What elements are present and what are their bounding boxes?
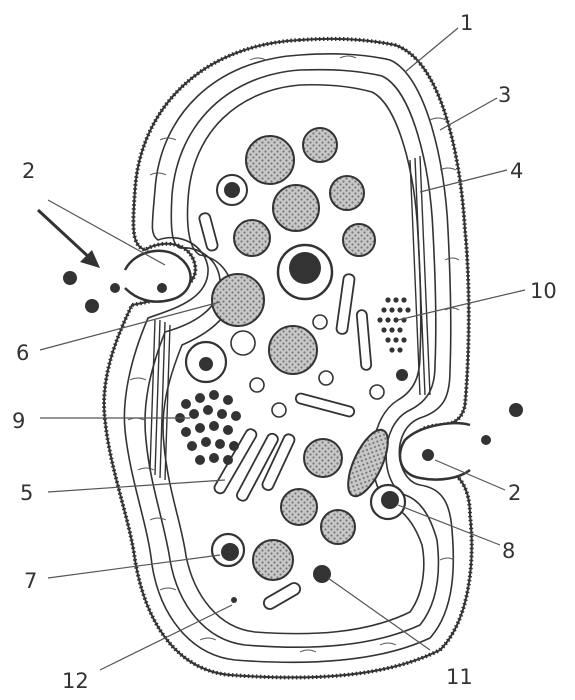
label-3: 3 bbox=[498, 83, 511, 107]
label-9: 9 bbox=[12, 409, 25, 433]
label-5: 5 bbox=[20, 481, 33, 505]
right-invagination-particle bbox=[422, 449, 434, 461]
label-6: 6 bbox=[16, 341, 29, 365]
label-2-right: 2 bbox=[508, 481, 521, 505]
label-11: 11 bbox=[446, 665, 473, 689]
left-invagination bbox=[125, 251, 191, 302]
granule-cluster-9 bbox=[175, 390, 241, 465]
granule-cluster-10 bbox=[377, 297, 410, 381]
label-7: 7 bbox=[24, 569, 37, 593]
label-2-left: 2 bbox=[22, 159, 35, 183]
left-invagination-particle bbox=[157, 283, 167, 293]
label-4: 4 bbox=[510, 159, 523, 183]
label-12: 12 bbox=[62, 669, 89, 693]
label-8: 8 bbox=[502, 539, 515, 563]
entry-arrow bbox=[38, 210, 100, 268]
label-10: 10 bbox=[530, 279, 557, 303]
label-1: 1 bbox=[460, 11, 473, 35]
